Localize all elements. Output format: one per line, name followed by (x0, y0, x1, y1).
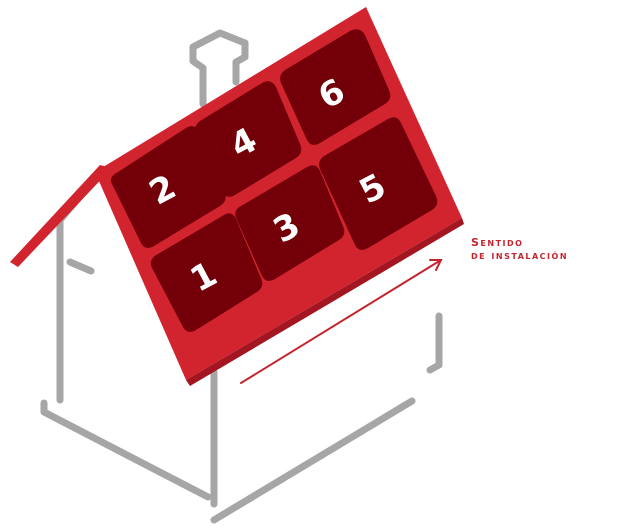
solar-panel-5 (319, 117, 438, 250)
roof-left-slope (10, 165, 112, 267)
house-bottom-edge (210, 397, 416, 524)
roof-edge-shade (186, 218, 464, 386)
legend-line-2: de instalación (471, 249, 569, 262)
solar-panel-1 (150, 213, 263, 332)
house-right-wall (426, 312, 443, 374)
house-left-base (40, 399, 212, 501)
installation-direction-label: Sentido de instalación (471, 236, 568, 262)
house-outline (40, 29, 443, 524)
legend-line-1: Sentido (471, 236, 524, 249)
chimney (189, 29, 249, 108)
installation-direction-arrow (240, 259, 443, 384)
solar-panel-2 (110, 126, 226, 248)
solar-panel-3 (235, 165, 345, 281)
solar-panel-4 (195, 81, 302, 197)
solar-panels (110, 29, 438, 332)
solar-panel-6 (280, 29, 391, 145)
arrow-head (429, 259, 443, 271)
house-ledge (66, 258, 95, 275)
arrow-shaft (240, 259, 442, 384)
